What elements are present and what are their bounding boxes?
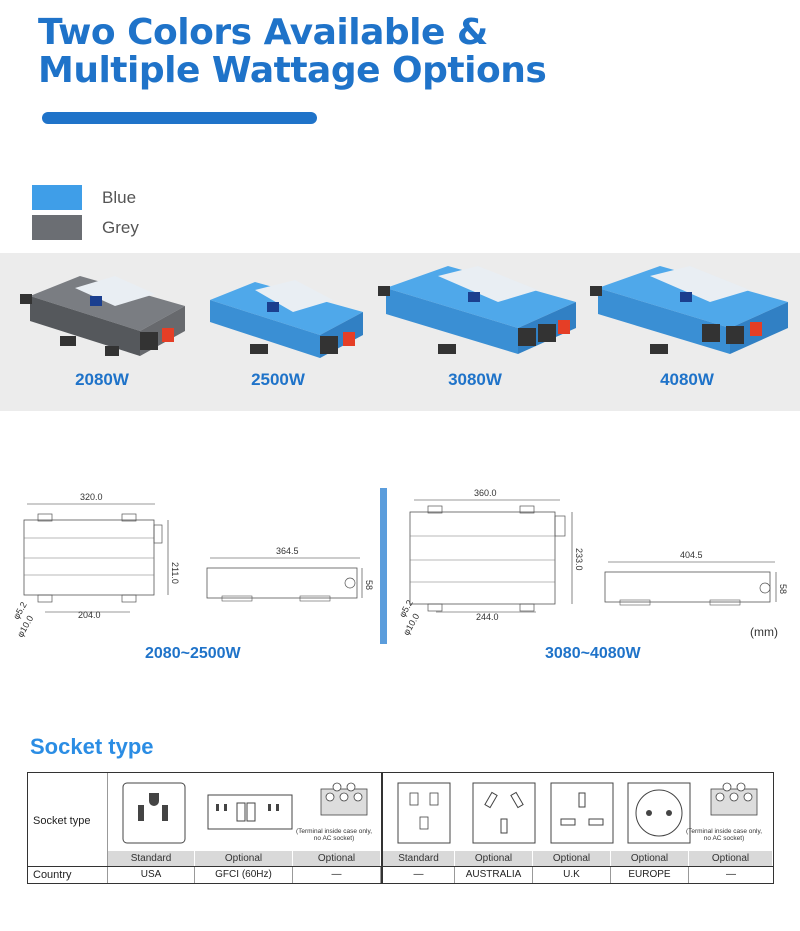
socket-table: Socket type Country bbox=[27, 772, 774, 884]
title-line-2: Multiple Wattage Options bbox=[38, 50, 547, 91]
title-underline-bar bbox=[42, 112, 317, 124]
product-image-2500w bbox=[205, 280, 365, 365]
option-cell-5: Optional bbox=[455, 851, 533, 866]
product-image-2080w bbox=[20, 276, 185, 361]
universal-socket-icon bbox=[397, 782, 451, 844]
left-side-view: 364.5 58 bbox=[206, 546, 374, 602]
australia-socket-icon bbox=[472, 782, 536, 844]
country-cell-6: U.K bbox=[533, 867, 611, 883]
option-cell-8: Optional bbox=[689, 851, 773, 866]
terminal-block-icon-2 bbox=[710, 782, 758, 816]
uk-socket-icon bbox=[550, 782, 614, 844]
country-cell-2: GFCI (60Hz) bbox=[195, 867, 293, 883]
dimension-drawings: 320.0 211.0 204.0 φ5.2 φ10.0 364.5 bbox=[11, 488, 788, 639]
country-cell-3: — bbox=[293, 867, 381, 883]
dim-label-left: 2080~2500W bbox=[145, 645, 241, 662]
dim-left-height: 211.0 bbox=[170, 562, 180, 584]
product-image-4080w bbox=[590, 266, 790, 364]
country-cell-8: — bbox=[726, 869, 736, 880]
title-line-1: Two Colors Available & bbox=[38, 12, 488, 53]
grey-label: Grey bbox=[102, 217, 139, 237]
dim-right-height: 233.0 bbox=[574, 548, 584, 571]
terminal-note-1: (Terminal inside case only, no AC socket… bbox=[295, 828, 373, 842]
option-cell-2: Optional bbox=[195, 851, 293, 866]
unit-label: (mm) bbox=[750, 625, 778, 639]
dimension-divider bbox=[380, 488, 387, 644]
option-cell-7: Optional bbox=[611, 851, 689, 866]
dim-right-side-height: 58 bbox=[778, 584, 788, 594]
gfci-socket-icon bbox=[207, 794, 293, 830]
blue-swatch bbox=[32, 185, 82, 210]
dim-right-base: 244.0 bbox=[476, 612, 499, 622]
country-cell-4: — bbox=[383, 867, 455, 883]
dim-left-side-height: 58 bbox=[364, 580, 374, 590]
watt-label-2500w: 2500W bbox=[251, 370, 305, 389]
blue-label: Blue bbox=[102, 187, 137, 207]
option-cell-4: Standard bbox=[383, 851, 455, 866]
country-cell-7: EUROPE bbox=[611, 867, 689, 883]
dim-left-width: 320.0 bbox=[80, 492, 103, 502]
color-option-blue: Blue bbox=[32, 185, 136, 210]
grey-swatch bbox=[32, 215, 82, 240]
right-side-view: 404.5 58 bbox=[604, 550, 788, 606]
page-title: Two Colors Available & Multiple Wattage … bbox=[38, 14, 738, 90]
dim-left-base: 204.0 bbox=[78, 610, 101, 620]
dim-label-right: 3080~4080W bbox=[545, 645, 641, 662]
color-option-grey: Grey bbox=[32, 215, 139, 240]
terminal-block-icon bbox=[320, 782, 368, 816]
option-cell-3: Optional bbox=[293, 851, 381, 866]
country-row-line bbox=[28, 866, 773, 867]
right-top-view: 360.0 233.0 244.0 φ5.2 φ10.0 bbox=[397, 488, 584, 637]
watt-label-3080w: 3080W bbox=[448, 370, 502, 389]
usa-socket-icon bbox=[122, 782, 186, 844]
terminal-note-2: (Terminal inside case only, no AC socket… bbox=[685, 828, 763, 842]
europe-socket-icon bbox=[627, 782, 691, 844]
option-cell-1: Standard bbox=[108, 851, 195, 866]
country-cell-5: AUSTRALIA bbox=[455, 867, 533, 883]
dim-left-side-length: 364.5 bbox=[276, 546, 299, 556]
dim-right-side-length: 404.5 bbox=[680, 550, 703, 560]
dim-right-width: 360.0 bbox=[474, 488, 497, 498]
table-middle-divider bbox=[381, 773, 383, 883]
country-cell-1: USA bbox=[108, 867, 195, 883]
socket-label-column bbox=[28, 773, 108, 883]
left-top-view: 320.0 211.0 204.0 φ5.2 φ10.0 bbox=[11, 492, 180, 639]
row-label-country: Country bbox=[33, 869, 72, 881]
product-image-3080w bbox=[378, 266, 578, 364]
option-cell-6: Optional bbox=[533, 851, 611, 866]
socket-icons bbox=[122, 782, 758, 844]
watt-label-4080w: 4080W bbox=[660, 370, 714, 389]
watt-label-2080w: 2080W bbox=[75, 370, 129, 389]
row-label-socket-type: Socket type bbox=[33, 815, 91, 827]
socket-section-title: Socket type bbox=[30, 734, 154, 759]
